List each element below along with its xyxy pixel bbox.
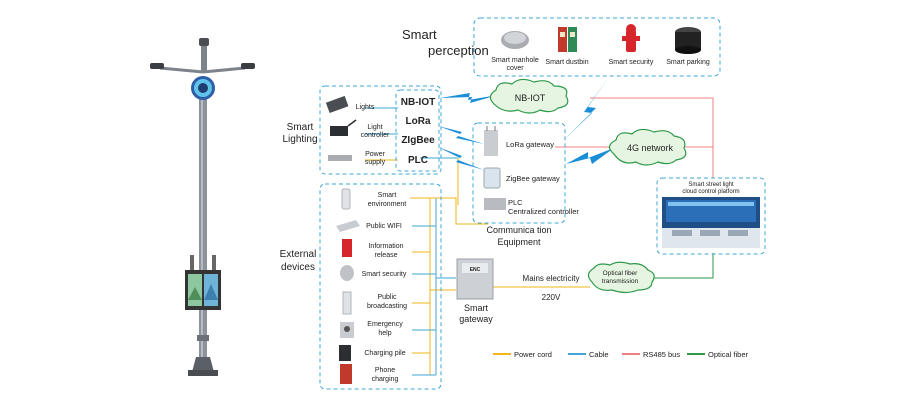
comm-label-zigbee: ZigBee gateway [506, 174, 560, 183]
bolt-4g [566, 148, 614, 164]
wifi-ap-icon [336, 220, 360, 232]
bolt-nbiot [440, 93, 498, 103]
wireless-bolts [438, 78, 614, 170]
nbiot-cloud: NB-IOT [489, 78, 569, 114]
controller-icon [330, 126, 348, 136]
power-supply-icon [328, 155, 352, 161]
cloud-platform-box [656, 177, 766, 255]
power-line-comm [439, 197, 488, 225]
control-room-image [662, 197, 760, 248]
protocol-lora: LoRa [406, 116, 431, 127]
protocol-plc: PLC [408, 155, 428, 166]
lighting-icons [325, 95, 357, 161]
hydrant-icon [622, 24, 640, 52]
lighting-label-lights: Lights [356, 104, 375, 111]
protocol-zigbee: ZIgBee [401, 135, 435, 146]
charging-pile-icon [339, 345, 351, 361]
4g-cloud: 4G network [608, 128, 687, 166]
gateway-badge: ENC [470, 267, 481, 273]
lamp-icon [325, 95, 349, 114]
rs485-line-top [590, 97, 714, 178]
perception-label-parking: Smart parking [666, 59, 710, 66]
legend-label-2: RS485 bus [643, 350, 680, 359]
parking-sensor-icon [675, 27, 701, 54]
nbiot-cloud-label: NB-IOT [515, 93, 546, 103]
perception-label-security: Smart security [609, 59, 654, 66]
smart-gateway-device: ENC [456, 258, 494, 300]
plc-controller-icon [484, 198, 506, 210]
comm-icons [483, 126, 506, 210]
external-devices-box [319, 183, 442, 390]
smart-pole-illustration [150, 38, 255, 376]
zigbee-gateway-icon [483, 167, 501, 189]
legend-label-0: Power cord [514, 350, 552, 359]
legend-label-3: Optical fiber [708, 350, 749, 359]
external-icons [336, 188, 360, 384]
comm-label-lora: LoRa gateway [506, 140, 554, 149]
external-label-security: Smart security [362, 271, 407, 278]
external-label-wifi: Public WIFI [366, 223, 402, 230]
speaker-icon [342, 291, 352, 315]
perception-label-dustbin: Smart dustbin [545, 59, 588, 66]
lora-gateway-icon [484, 130, 498, 156]
smart-perception-box [473, 17, 721, 77]
bolt-lora [438, 126, 484, 144]
legend: Power cord Cable RS485 bus Optical fiber [493, 350, 749, 359]
optical-line [650, 253, 714, 279]
legend-label-1: Cable [589, 350, 609, 359]
bolt-perception [562, 78, 608, 142]
4g-cloud-label: 4G network [627, 143, 674, 153]
external-label-charging-pile: Charging pile [364, 350, 405, 357]
protocol-box [395, 89, 440, 172]
connection-lines [365, 97, 714, 376]
dustbin-icon [558, 27, 577, 52]
bolt-zigbee [438, 147, 484, 170]
environment-sensor-icon [341, 188, 351, 210]
security-camera-icon [340, 265, 354, 281]
smart-lighting-box [319, 85, 442, 175]
phone-charger-icon [340, 364, 352, 384]
perception-icons [501, 24, 701, 54]
comm-equipment-box [472, 122, 566, 224]
protocol-nbiot: NB-IOT [401, 97, 435, 108]
info-screen-icon [342, 239, 352, 257]
